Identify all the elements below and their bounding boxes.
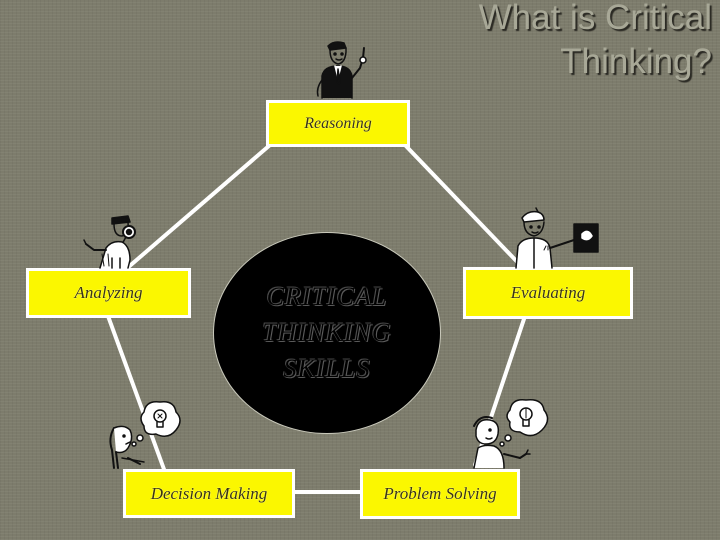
reasoning-box: Reasoning bbox=[266, 100, 410, 147]
problem-solving-box: Problem Solving bbox=[360, 469, 520, 519]
evaluating-box: Evaluating bbox=[463, 267, 633, 319]
evaluating-label: Evaluating bbox=[510, 283, 586, 302]
connector-reasoning-analyzing bbox=[123, 143, 272, 272]
detective-magnifier-icon bbox=[83, 215, 136, 269]
reasoning-label: Reasoning bbox=[304, 114, 372, 132]
analyzing-label: Analyzing bbox=[74, 283, 143, 302]
slide-title-line-2: Thinking? bbox=[560, 42, 712, 81]
slide-title: What is Critical Thinking? bbox=[479, 0, 712, 84]
center-line-2: THINKING bbox=[262, 318, 392, 347]
connector-analyzing-decision bbox=[106, 314, 167, 474]
thinking-man-icon bbox=[316, 41, 367, 99]
center-line-3: SKILLS bbox=[283, 354, 371, 383]
decision-making-label: Decision Making bbox=[150, 483, 268, 503]
center-hub: CRITICAL THINKING SKILLS bbox=[213, 232, 441, 434]
center-line-1: CRITICAL bbox=[266, 282, 388, 311]
problem-solving-label: Problem Solving bbox=[383, 484, 497, 503]
problem-solver-lightbulb-icon bbox=[473, 398, 549, 469]
idea-lightbulb-icon bbox=[109, 400, 181, 469]
analyzing-box: Analyzing bbox=[26, 268, 191, 318]
decision-making-box: Decision Making bbox=[123, 469, 295, 518]
connector-reasoning-evaluating bbox=[403, 143, 527, 272]
slide-title-line-1: What is Critical bbox=[478, 0, 712, 37]
scientist-evaluating-icon bbox=[515, 207, 599, 269]
